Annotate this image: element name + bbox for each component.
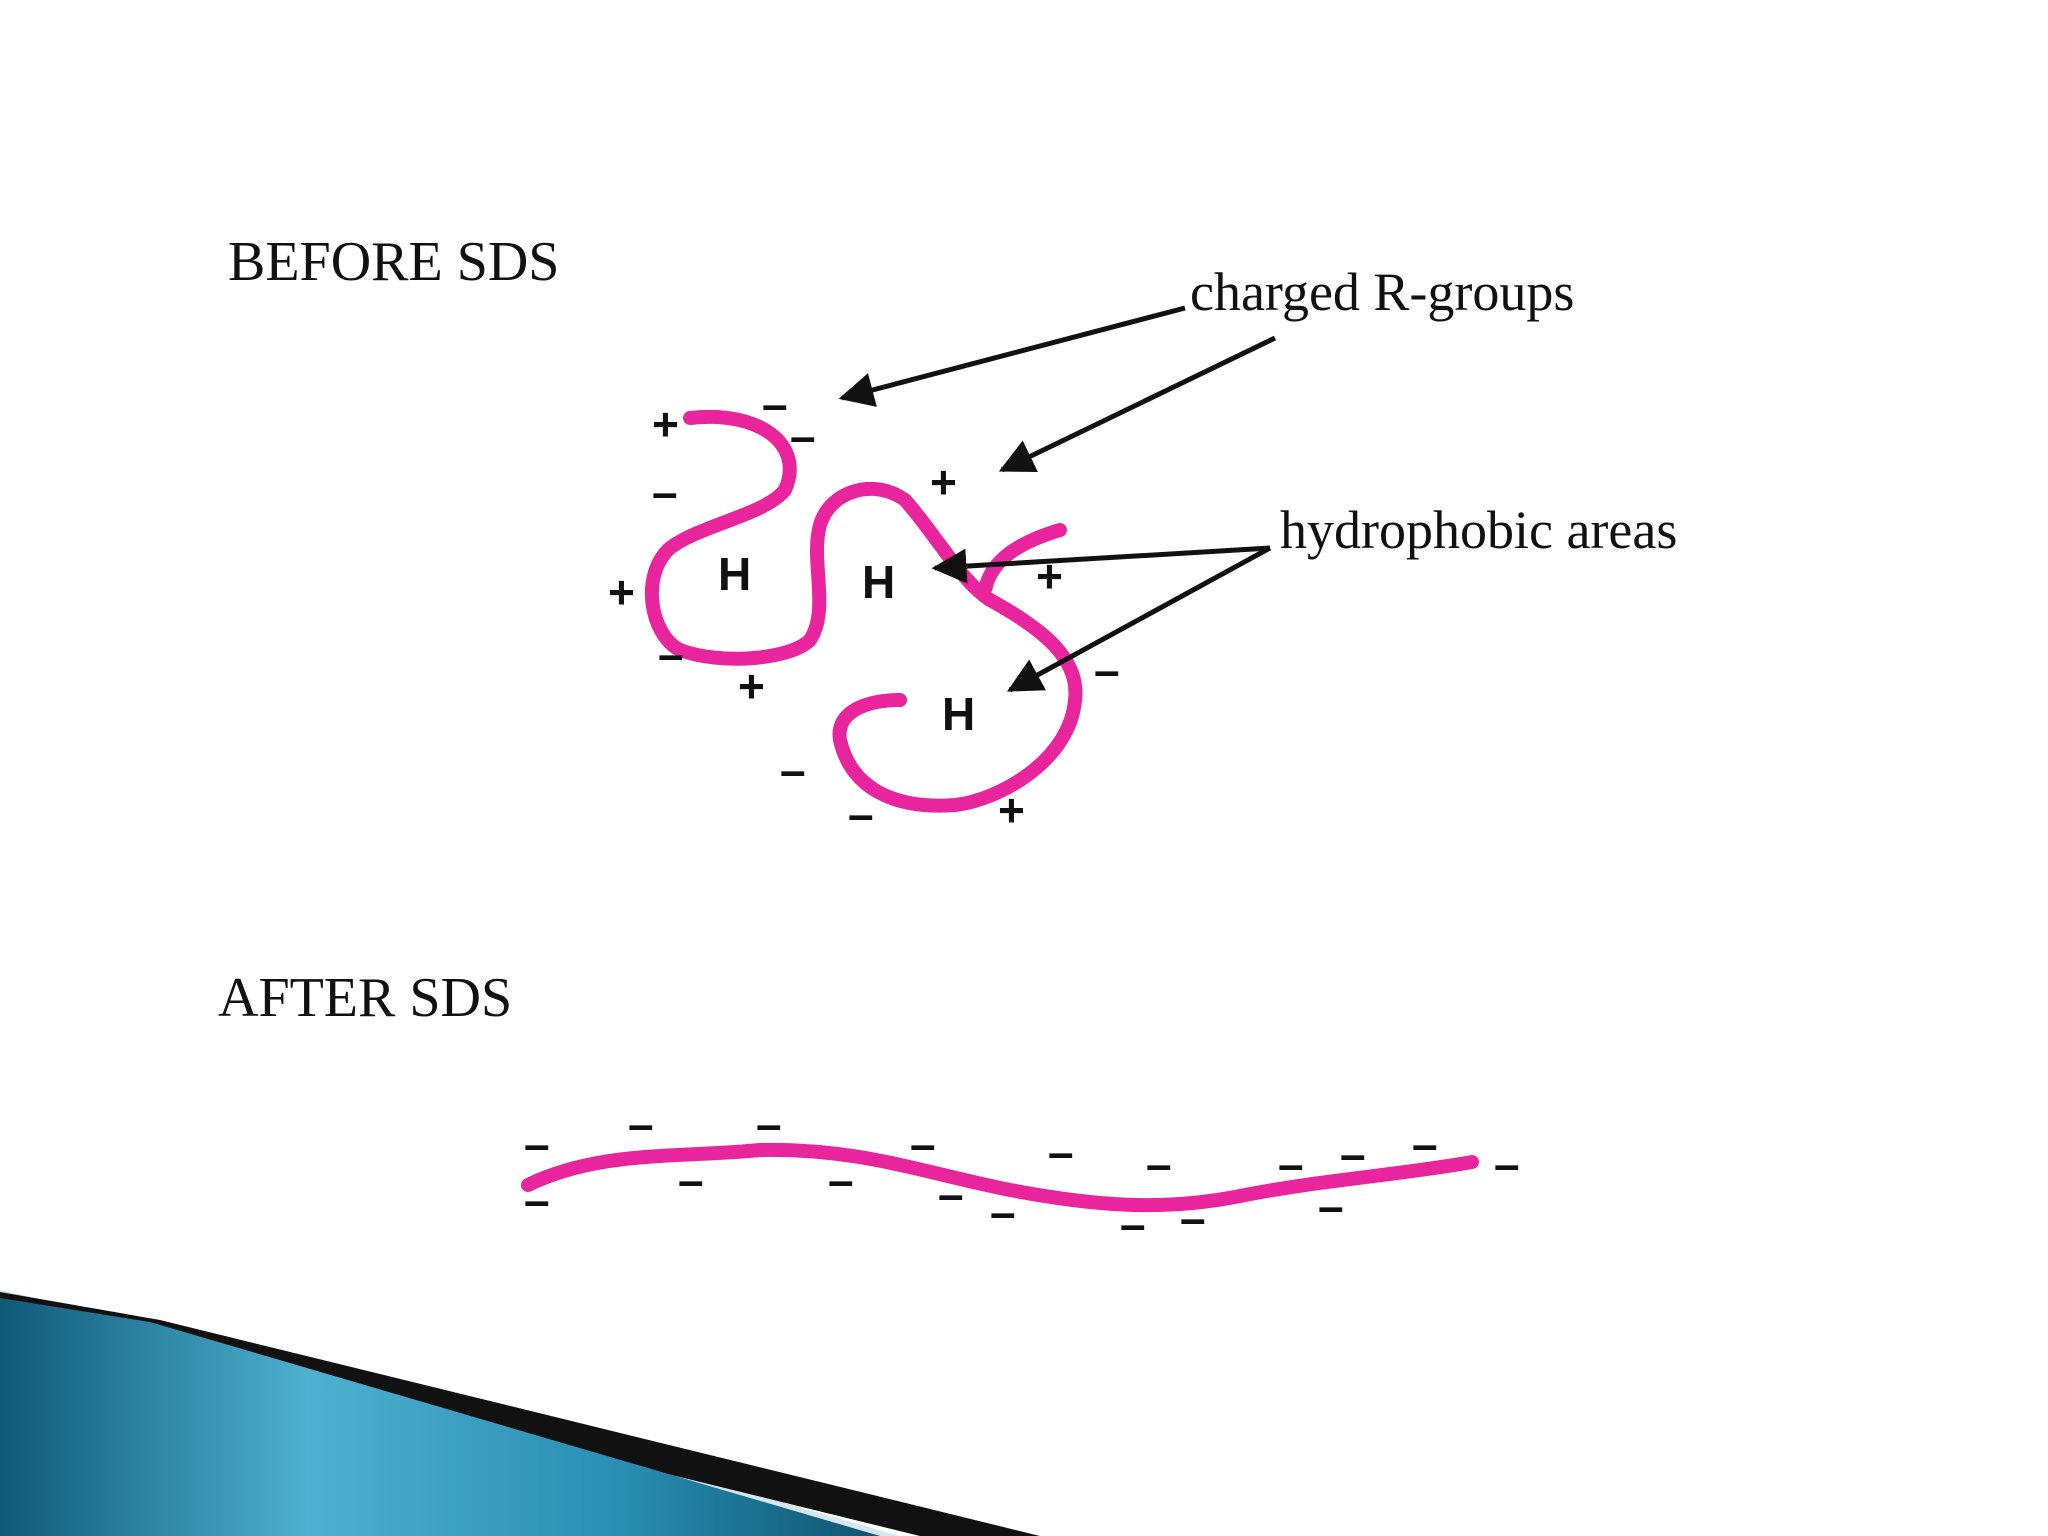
negative-charge: – xyxy=(1278,1138,1304,1190)
positive-charge: + xyxy=(652,398,679,450)
ribbon-dark-edge xyxy=(0,1292,1040,1536)
negative-charge: – xyxy=(1120,1198,1146,1250)
negative-charge: – xyxy=(910,1118,936,1170)
hydrophobic-marker: H xyxy=(718,548,751,600)
denatured-protein-chain xyxy=(521,1142,1479,1213)
hydrophobic-marker: H xyxy=(862,556,895,608)
negative-charge: – xyxy=(1094,644,1120,696)
charged-r-groups-label: charged R-groups xyxy=(1190,262,1574,322)
positive-charge: + xyxy=(608,566,635,618)
ribbon-blue-fill xyxy=(0,1298,880,1536)
negative-charge: – xyxy=(780,744,806,796)
negative-charge: – xyxy=(1180,1192,1206,1244)
folded-protein-tail xyxy=(978,523,1067,597)
positive-charge: + xyxy=(930,456,957,508)
negative-charge: – xyxy=(1318,1180,1344,1232)
positive-charge: + xyxy=(998,784,1025,836)
negative-charge: – xyxy=(658,628,684,680)
negative-charge: – xyxy=(524,1118,550,1170)
after-sds-label: AFTER SDS xyxy=(218,967,512,1029)
positive-charge: + xyxy=(738,660,765,712)
arrow-charged-1 xyxy=(838,305,1186,407)
folded-protein xyxy=(644,409,1083,813)
negative-charge: – xyxy=(1340,1128,1366,1180)
positive-charge: + xyxy=(1036,550,1063,602)
negative-charge: – xyxy=(524,1174,550,1226)
negative-charge: – xyxy=(1048,1126,1074,1178)
negative-charge: – xyxy=(652,466,678,518)
after-charges: – – – – – – – – – – – – – – – – – – xyxy=(524,1098,1520,1250)
folded-protein-chain xyxy=(644,409,1083,813)
negative-charge: – xyxy=(938,1168,964,1220)
hydrophobic-markers: H H H xyxy=(718,548,975,740)
arrow-hydrophobic-1 xyxy=(931,545,1271,584)
before-sds-label: BEFORE SDS xyxy=(228,231,559,293)
negative-charge: – xyxy=(678,1154,704,1206)
negative-charge: – xyxy=(628,1098,654,1150)
decorative-ribbon xyxy=(0,1290,1040,1536)
negative-charge: – xyxy=(1494,1138,1520,1190)
negative-charge: – xyxy=(990,1186,1016,1238)
arrow-charged-2 xyxy=(998,335,1277,473)
annotation-arrows xyxy=(838,305,1277,693)
hydrophobic-areas-label: hydrophobic areas xyxy=(1280,500,1677,560)
hydrophobic-marker: H xyxy=(942,688,975,740)
negative-charge: – xyxy=(848,788,874,840)
negative-charge: – xyxy=(762,378,788,430)
before-charges: + – – – + + + – + – – – + xyxy=(608,378,1120,840)
negative-charge: – xyxy=(1146,1138,1172,1190)
negative-charge: – xyxy=(1412,1118,1438,1170)
negative-charge: – xyxy=(828,1154,854,1206)
negative-charge: – xyxy=(790,410,816,462)
negative-charge: – xyxy=(756,1098,782,1150)
arrow-hydrophobic-2 xyxy=(1006,545,1272,693)
